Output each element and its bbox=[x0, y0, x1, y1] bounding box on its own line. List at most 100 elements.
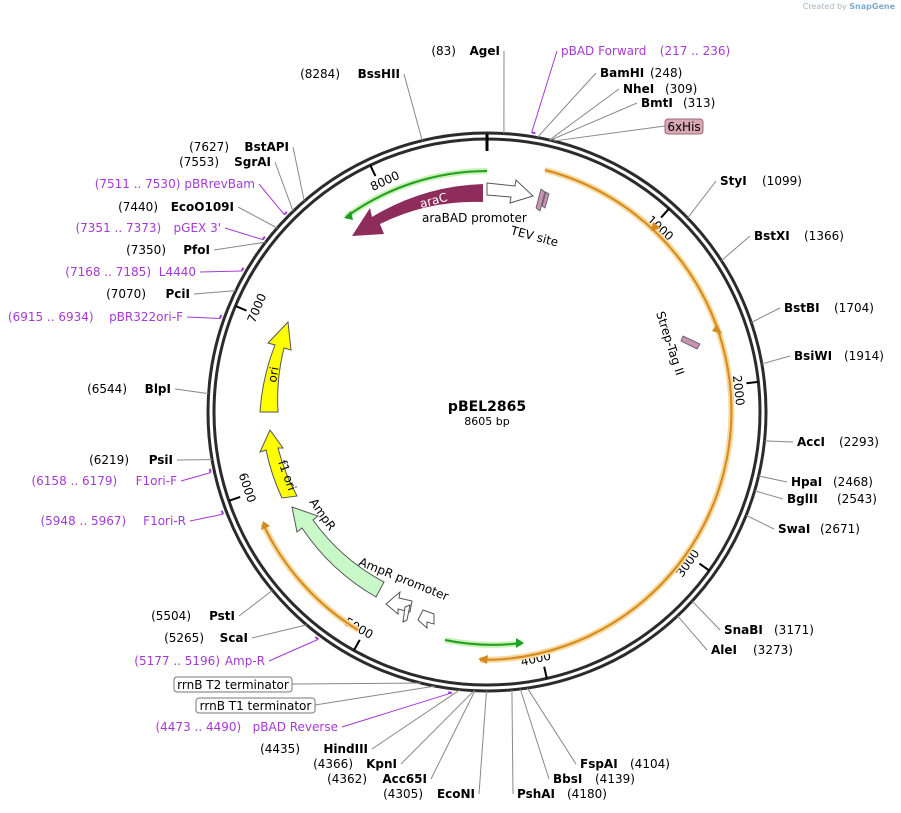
primer-pbad-forward: pBAD Forward(217 .. 236) bbox=[561, 44, 730, 58]
restriction-site-styi: StyI(1099) bbox=[720, 174, 802, 188]
site-name: BstBI bbox=[784, 301, 820, 315]
arac-feature bbox=[352, 184, 483, 236]
tick-mark bbox=[660, 207, 670, 219]
restriction-site-alei: AleI(3273) bbox=[711, 643, 793, 657]
tick-label: 7000 bbox=[245, 291, 270, 325]
plasmid-name: pBEL2865 bbox=[448, 399, 526, 415]
primer-range: (6915 .. 6934) bbox=[8, 310, 94, 324]
site-position: (7553) bbox=[179, 155, 219, 169]
rrnb-t2-terminator-marker bbox=[402, 604, 411, 623]
primer-l4440: L4440 (7168 .. 7185) bbox=[65, 265, 196, 279]
tick-label: 2000 bbox=[730, 375, 747, 407]
site-position: (313) bbox=[683, 96, 715, 110]
leader-line bbox=[193, 290, 236, 295]
site-name: FspAI bbox=[580, 757, 618, 771]
ori-label: ori bbox=[265, 366, 281, 384]
restriction-site-bsshii: BssHII(8284) bbox=[300, 67, 400, 81]
leader-line bbox=[526, 687, 577, 765]
site-name: PciI bbox=[166, 287, 191, 301]
site-position: (6219) bbox=[89, 453, 129, 467]
leader-line bbox=[691, 600, 721, 631]
leader-line bbox=[478, 690, 487, 795]
leader-line bbox=[761, 355, 791, 365]
site-name: SgrAI bbox=[234, 155, 271, 169]
tick-mark bbox=[543, 666, 548, 679]
site-name: HindIII bbox=[323, 742, 368, 756]
feature-box-bg bbox=[173, 676, 293, 693]
restriction-site-sgrai: SgrAI (7553) bbox=[179, 155, 271, 169]
backbone-outer-ring bbox=[206, 131, 768, 693]
ori-feature bbox=[259, 320, 292, 413]
tick-mark bbox=[369, 164, 377, 177]
tev-site-label: TEV site bbox=[508, 223, 560, 249]
primer-binding-mark bbox=[208, 468, 212, 473]
site-position: (1704) bbox=[834, 301, 874, 315]
primer-name: L4440 bbox=[159, 265, 196, 279]
feature-box-label: rrnB T2 terminator bbox=[177, 678, 289, 692]
tev-site-marker-2 bbox=[541, 191, 550, 209]
primer-pbr322ori-f: pBR322ori-F(6915 .. 6934) bbox=[8, 310, 183, 324]
tick-mark bbox=[746, 380, 759, 385]
tick-mark bbox=[235, 305, 247, 312]
site-position: (5504) bbox=[151, 609, 191, 623]
site-name: BglII bbox=[787, 492, 818, 506]
leader-line bbox=[553, 125, 666, 142]
primer-binding-mark bbox=[531, 131, 536, 135]
tick-mark bbox=[228, 495, 241, 502]
leader-line bbox=[199, 270, 242, 273]
primer-f1ori-r: F1ori-R(5948 .. 5967) bbox=[40, 514, 186, 528]
feature-box-rrnb-t1-terminator: rrnB T1 terminator bbox=[195, 697, 316, 714]
leader-line bbox=[745, 514, 775, 530]
leader-line bbox=[687, 180, 717, 219]
site-name: BlpI bbox=[145, 382, 171, 396]
orf-arc-left bbox=[262, 523, 359, 631]
primer-binding-mark bbox=[283, 211, 288, 216]
site-name: EcoNI bbox=[437, 787, 475, 801]
primer-range: (217 .. 236) bbox=[660, 44, 730, 58]
restriction-site-bmti: BmtI(313) bbox=[641, 96, 715, 110]
restriction-site-bbsi: BbsI(4139) bbox=[553, 772, 635, 786]
primer-binding-mark bbox=[218, 314, 223, 319]
primer-pbad-reverse: pBAD Reverse(4473 .. 4490) bbox=[155, 720, 338, 734]
arac-label: araC bbox=[418, 190, 449, 211]
primer-range: (6158 .. 6179) bbox=[31, 474, 117, 488]
primer-amp-r: Amp-R(5177 .. 5196) bbox=[134, 654, 265, 668]
site-name: BsiWI bbox=[794, 349, 832, 363]
leader-line bbox=[274, 161, 294, 212]
feature-box-label: rrnB T1 terminator bbox=[200, 699, 312, 713]
site-position: (2671) bbox=[820, 522, 860, 536]
primer-binding-mark bbox=[240, 267, 245, 272]
primer-name: pGEX 3' bbox=[174, 221, 221, 235]
restriction-site-pcii: PciI(7070) bbox=[106, 287, 190, 301]
leader-line bbox=[238, 589, 273, 617]
leader-line bbox=[721, 235, 751, 262]
leader-line bbox=[213, 241, 266, 251]
site-name: BstAPI bbox=[244, 140, 289, 154]
leader-line bbox=[758, 475, 788, 483]
leader-line bbox=[430, 690, 476, 780]
primer-name: F1ori-R bbox=[143, 514, 186, 528]
tick-mark bbox=[698, 562, 710, 572]
site-position: (2543) bbox=[837, 492, 877, 506]
tick-label: 6000 bbox=[236, 471, 259, 504]
feature-box-6xhis: 6xHis bbox=[664, 118, 704, 135]
site-position: (1099) bbox=[762, 174, 802, 188]
tick-mark bbox=[353, 639, 361, 651]
green-arc-top-head bbox=[344, 211, 353, 220]
restriction-site-kpni: KpnI(4366) bbox=[313, 757, 397, 771]
leader-line bbox=[403, 73, 423, 141]
restriction-site-hindiii: HindIII(4435) bbox=[260, 742, 368, 756]
leader-line bbox=[251, 624, 307, 639]
site-name: BssHII bbox=[358, 67, 400, 81]
leader-line bbox=[550, 102, 638, 141]
tev-site-marker bbox=[535, 188, 546, 212]
primer-range: (7168 .. 7185) bbox=[65, 265, 151, 279]
leader-line bbox=[536, 72, 597, 138]
snapgene-watermark: Created by SnapGene bbox=[803, 2, 895, 11]
restriction-site-nhei: NheI(309) bbox=[623, 82, 697, 96]
restriction-site-bamhi: BamHI(248) bbox=[600, 66, 682, 80]
leader-line bbox=[677, 615, 708, 651]
f1-ori-feature bbox=[259, 429, 298, 499]
leader-line bbox=[764, 440, 794, 443]
